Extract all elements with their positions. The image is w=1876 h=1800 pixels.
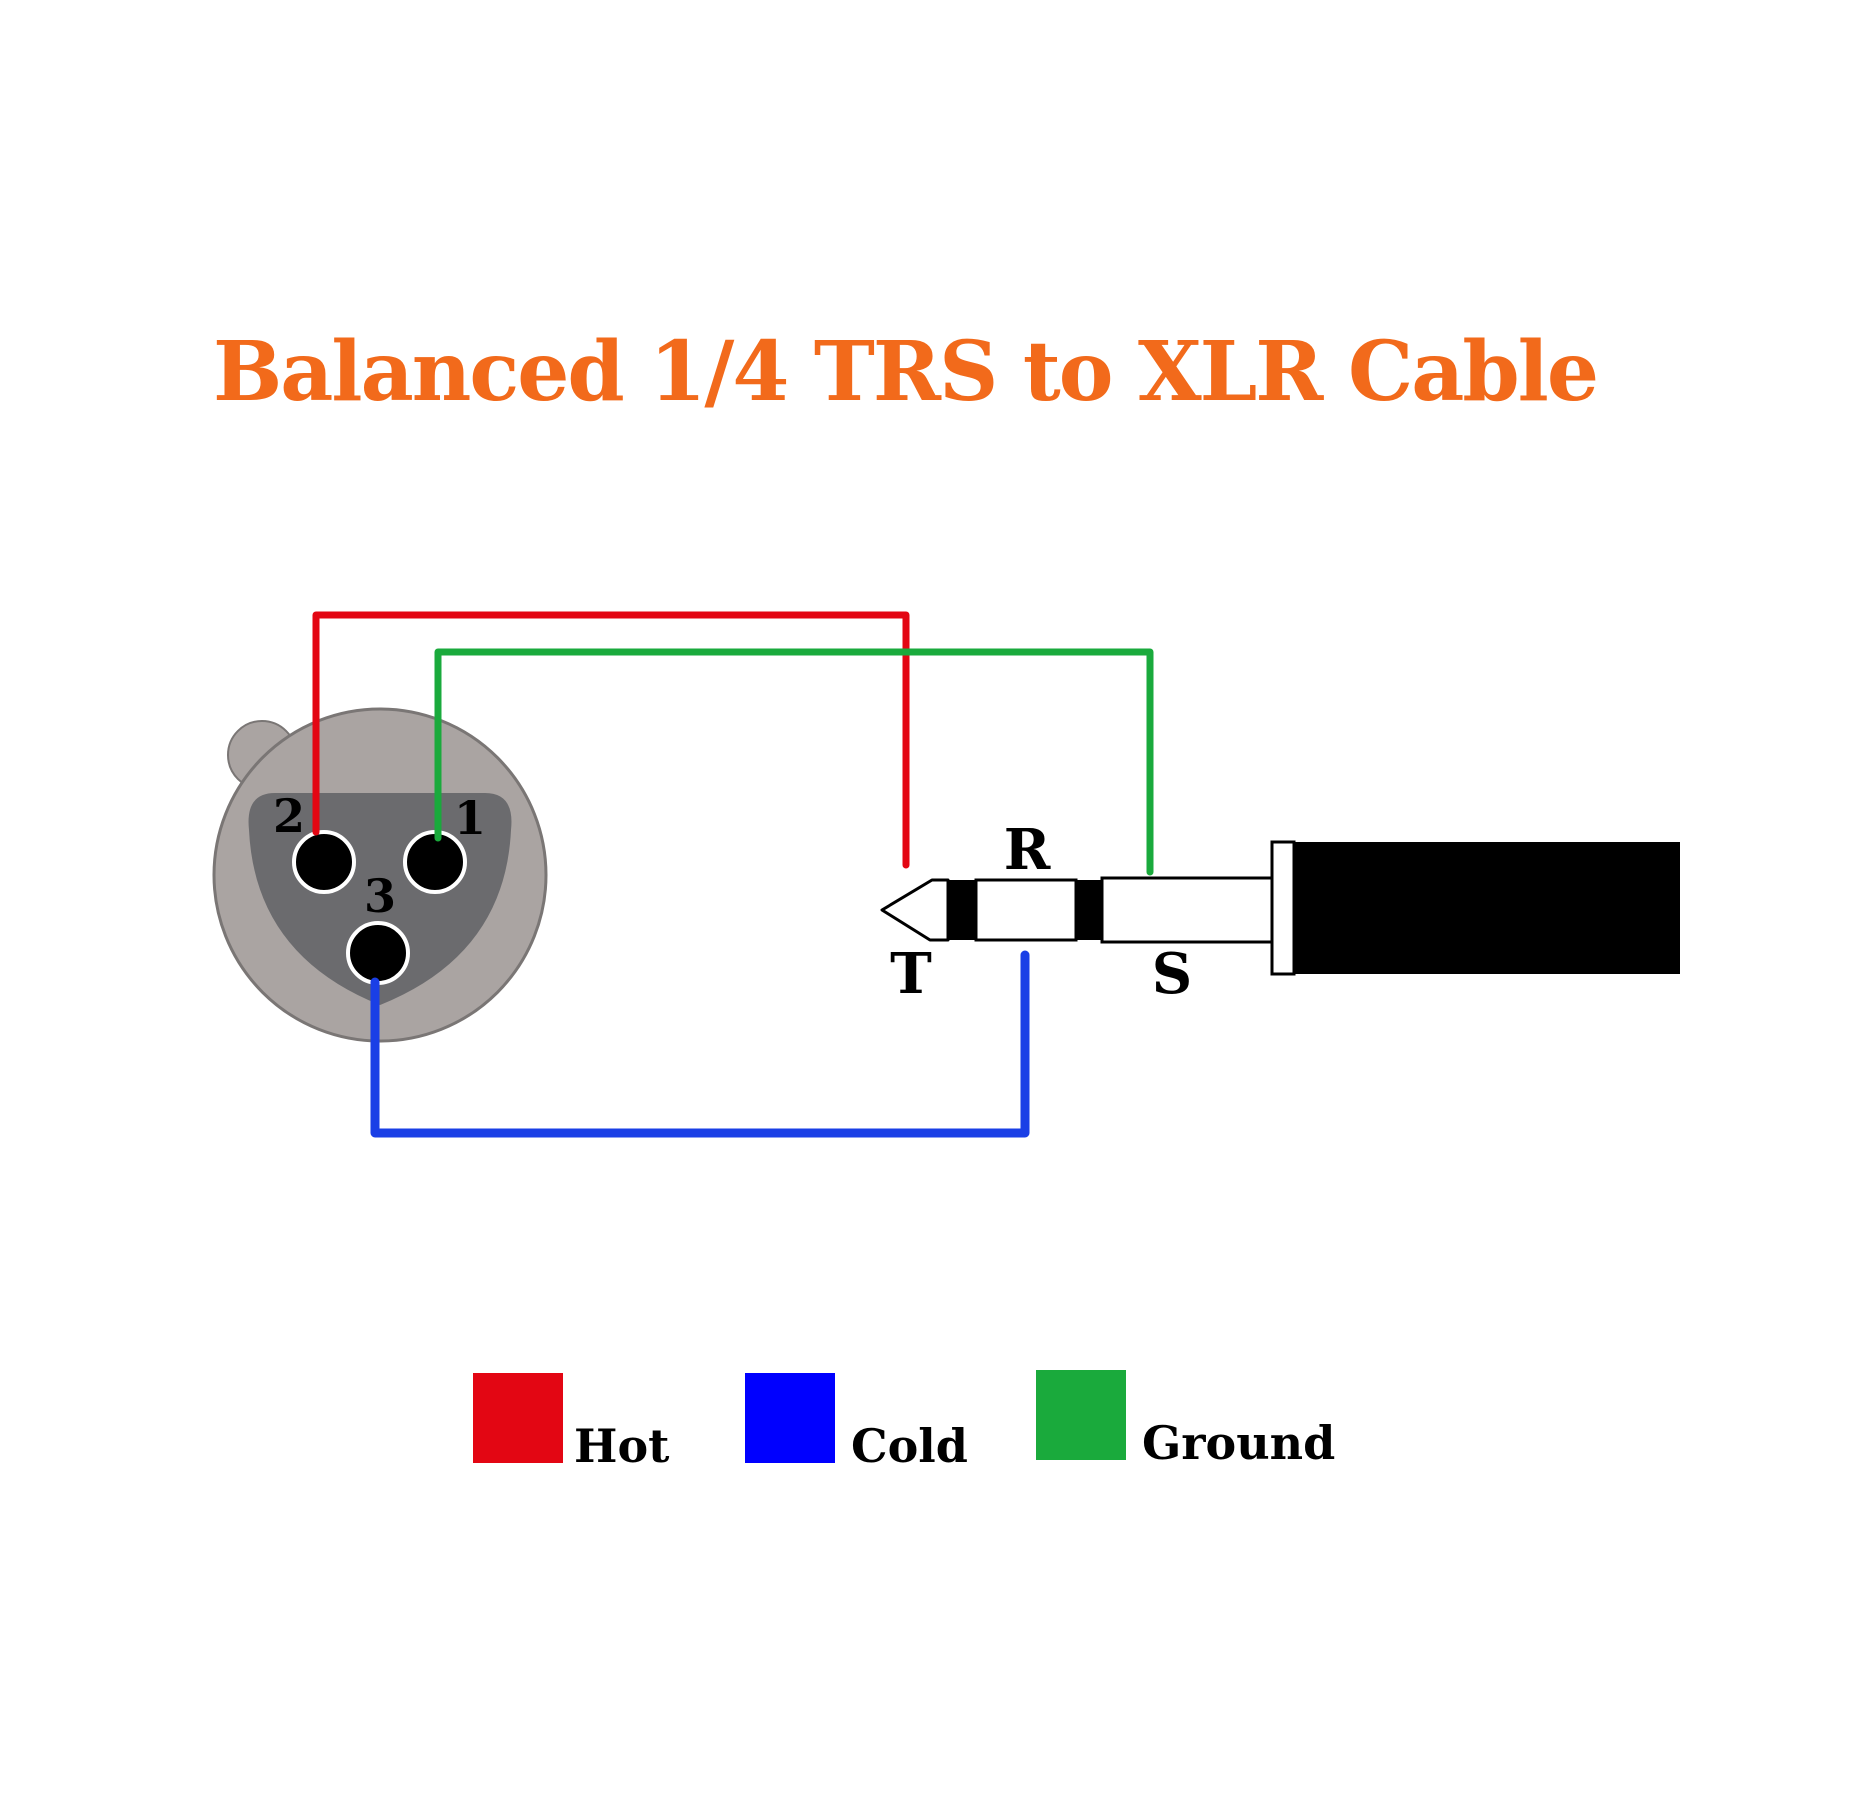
trs-collar	[1270, 840, 1296, 976]
legend-label-cold: Cold	[851, 1419, 968, 1473]
legend-item-hot: Hot	[473, 1373, 670, 1473]
cold-wire	[370, 950, 1030, 1138]
xlr-pin-1-label: 1	[454, 791, 486, 845]
trs-tip	[880, 878, 950, 942]
xlr-pin-2	[292, 830, 356, 894]
legend-label-hot: Hot	[574, 1419, 670, 1473]
trs-plug	[880, 840, 1680, 976]
legend-swatch-hot	[473, 1373, 563, 1463]
legend-swatch-cold	[745, 1373, 835, 1463]
legend-item-ground: Ground	[1036, 1370, 1335, 1470]
ground-wire	[434, 648, 1154, 876]
trs-sleeve-section	[1100, 876, 1274, 944]
hot-wire	[312, 611, 910, 869]
legend-label-ground: Ground	[1142, 1416, 1335, 1470]
diagram-title: Balanced 1/4 TRS to XLR Cable	[213, 324, 1597, 420]
legend: Hot Cold Ground	[473, 1370, 1335, 1473]
xlr-connector: 2 1 3	[212, 707, 548, 1043]
trs-ring-insulator	[1076, 880, 1102, 940]
legend-swatch-ground	[1036, 1370, 1126, 1460]
xlr-pin-3	[346, 921, 410, 985]
trs-tip-insulator	[948, 880, 976, 940]
xlr-pin-3-label: 3	[364, 869, 396, 923]
legend-item-cold: Cold	[745, 1373, 968, 1473]
trs-ring-section	[974, 878, 1078, 942]
trs-ring-label: R	[1004, 817, 1051, 883]
xlr-pin-2-label: 2	[273, 789, 305, 843]
trs-plug-body	[1294, 842, 1680, 974]
trs-tip-label: T	[890, 941, 932, 1007]
trs-sleeve-label: S	[1152, 941, 1192, 1007]
